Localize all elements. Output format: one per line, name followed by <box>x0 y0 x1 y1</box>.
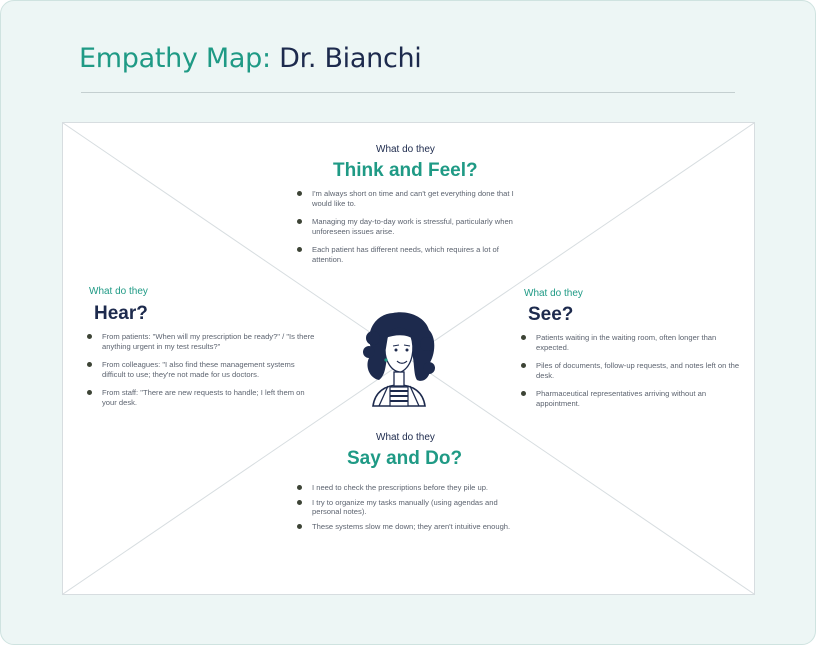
list-item: I'm always short on time and can't get e… <box>297 189 523 208</box>
title-prefix: Empathy Map: <box>79 43 271 74</box>
say-do-list: I need to check the prescriptions before… <box>297 483 519 536</box>
think-feel-list: I'm always short on time and can't get e… <box>297 189 523 273</box>
think-feel-question: What do they <box>376 144 435 155</box>
list-item: Piles of documents, follow-up requests, … <box>521 361 751 380</box>
empathy-map-board: What do they Think and Feel? I'm always … <box>62 122 755 595</box>
list-item: Each patient has different needs, which … <box>297 245 523 264</box>
say-do-heading: Say and Do? <box>347 448 463 469</box>
title-divider <box>81 92 735 93</box>
hear-question: What do they <box>89 286 148 297</box>
hear-heading: Hear? <box>94 303 148 324</box>
list-item: I try to organize my tasks manually (usi… <box>297 498 519 517</box>
page-title: Empathy Map: Dr. Bianchi <box>79 43 422 74</box>
see-heading: See? <box>528 304 574 325</box>
see-list: Patients waiting in the waiting room, of… <box>521 333 751 417</box>
hear-list: From patients: "When will my prescriptio… <box>87 332 319 416</box>
list-item: From colleagues: "I also find these mana… <box>87 360 319 379</box>
list-item: I need to check the prescriptions before… <box>297 483 519 493</box>
doctor-avatar-icon <box>363 312 435 407</box>
title-name: Dr. Bianchi <box>279 43 422 74</box>
list-item: Pharmaceutical representatives arriving … <box>521 389 751 408</box>
list-item: Managing my day-to-day work is stressful… <box>297 217 523 236</box>
list-item: From patients: "When will my prescriptio… <box>87 332 319 351</box>
list-item: Patients waiting in the waiting room, of… <box>521 333 751 352</box>
see-question: What do they <box>524 288 583 299</box>
think-feel-heading: Think and Feel? <box>333 160 478 181</box>
list-item: From staff: "There are new requests to h… <box>87 388 319 407</box>
list-item: These systems slow me down; they aren't … <box>297 522 519 532</box>
say-do-question: What do they <box>376 432 435 443</box>
